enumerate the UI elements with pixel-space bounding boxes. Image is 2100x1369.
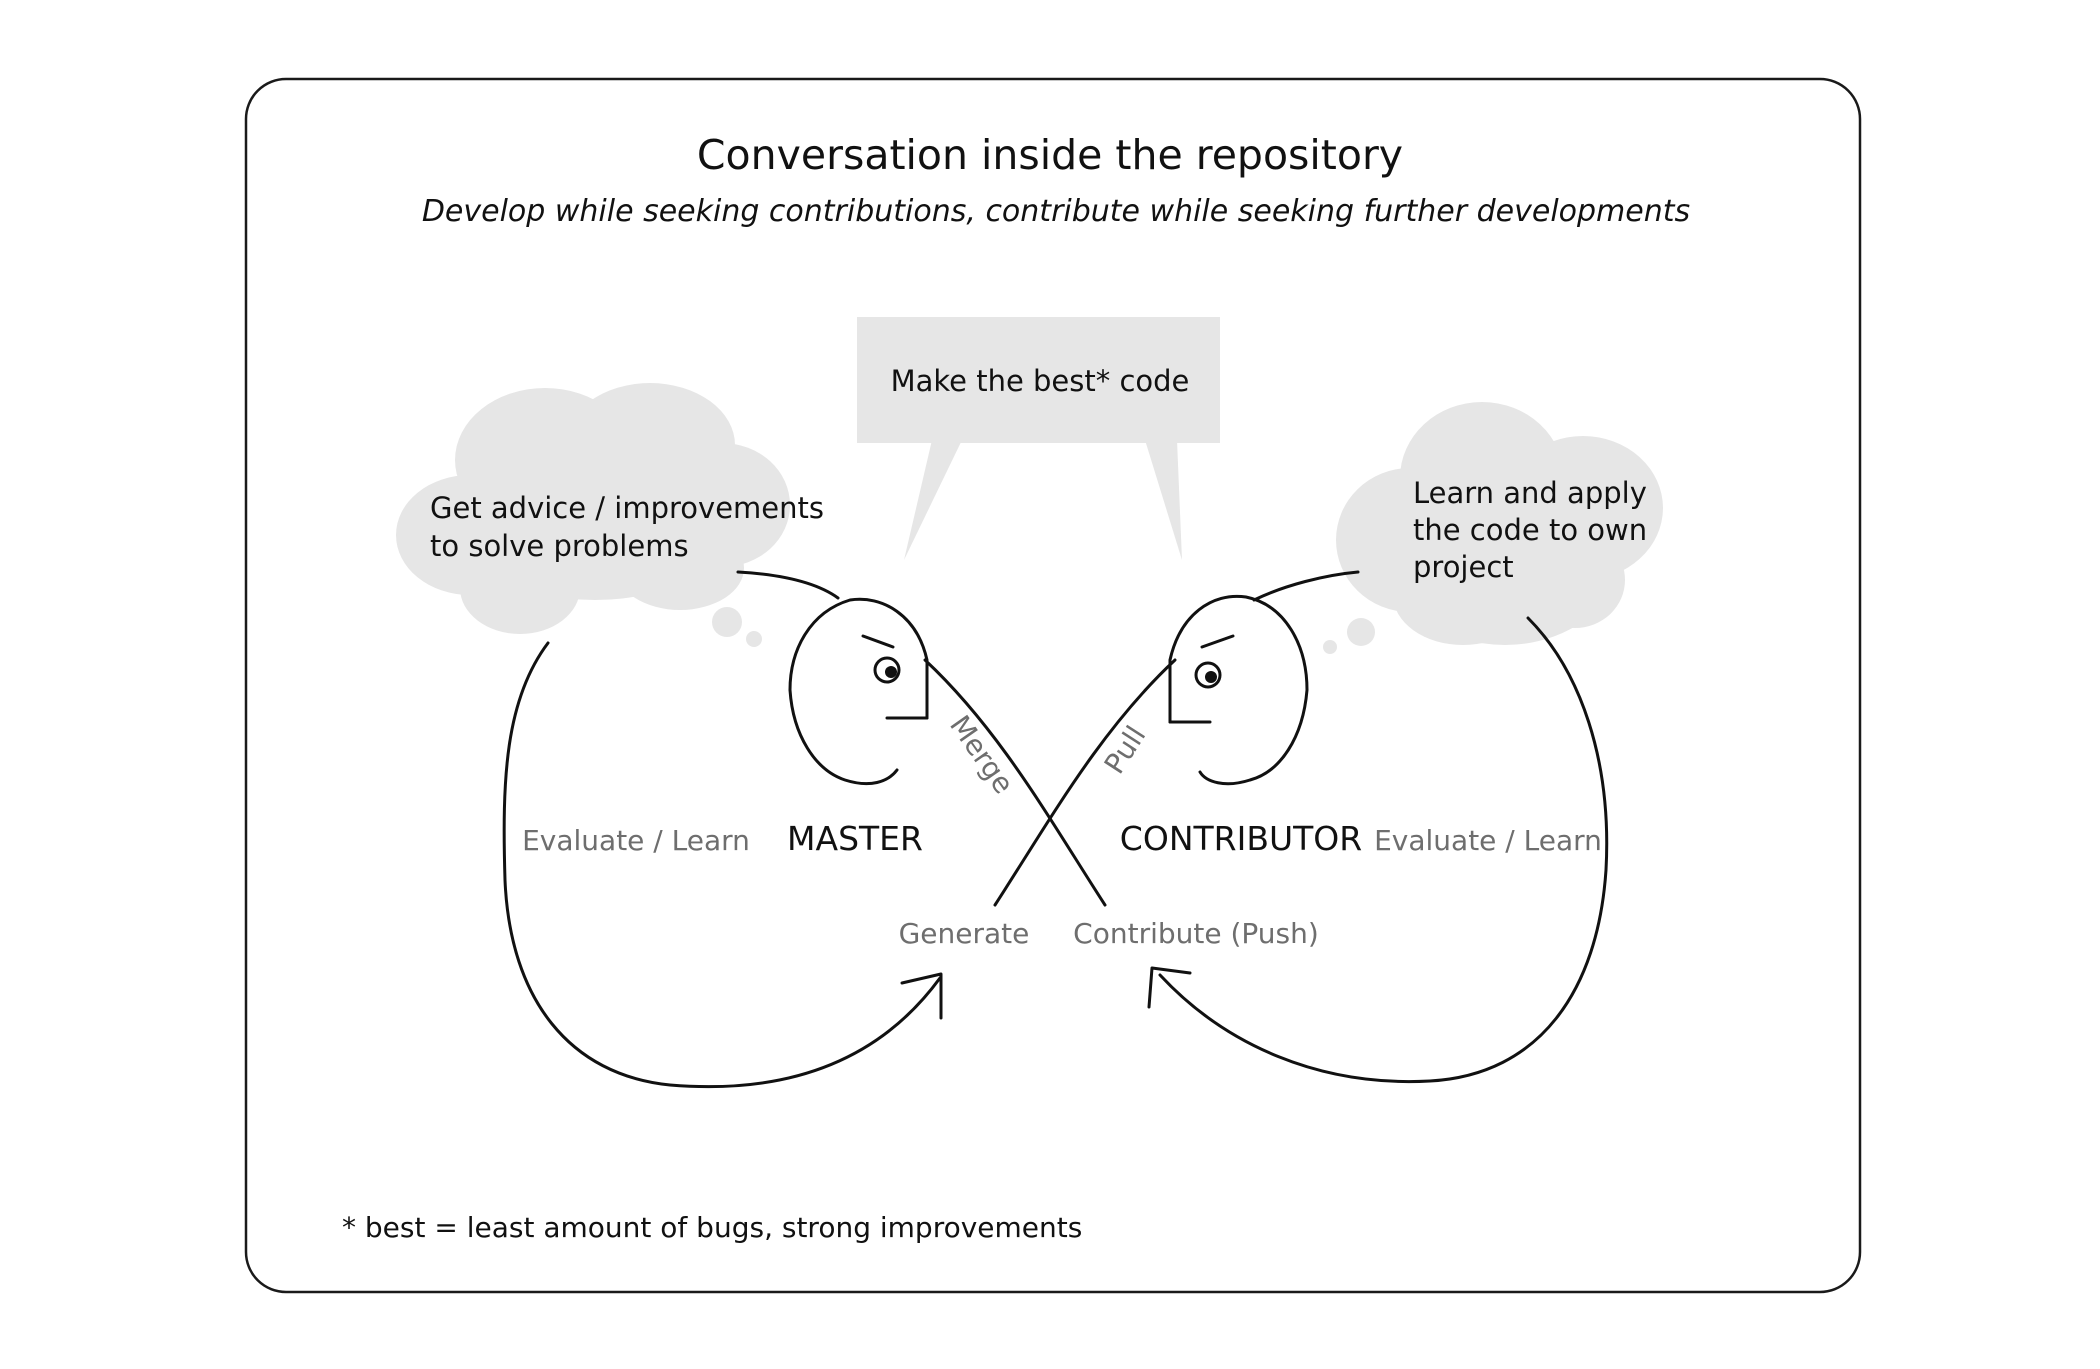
master-label: MASTER bbox=[787, 819, 923, 858]
thought-dot-small bbox=[746, 631, 762, 647]
thought-dot-large bbox=[1347, 618, 1375, 646]
contributor-loop-upper bbox=[1252, 570, 1360, 602]
contributor-label: CONTRIBUTOR bbox=[1120, 819, 1362, 858]
contributor-head bbox=[1168, 594, 1309, 786]
contributor-eye-pupil bbox=[1205, 671, 1217, 683]
contributor-head-outline bbox=[1168, 594, 1309, 786]
thought-dot-small bbox=[1323, 640, 1337, 654]
diagram-subtitle: Develop while seeking contributions, con… bbox=[422, 194, 1690, 229]
master-head-outline bbox=[788, 597, 929, 786]
thought-left-line-2: to solve problems bbox=[430, 529, 689, 563]
contributor-loop-arrow bbox=[1158, 616, 1609, 1084]
diagram-title: Conversation inside the repository bbox=[697, 131, 1403, 179]
contribute-label: Contribute (Push) bbox=[1073, 917, 1319, 950]
master-evaluate-label: Evaluate / Learn bbox=[522, 824, 750, 857]
merge-line bbox=[923, 658, 1107, 907]
thought-right-line-3: project bbox=[1413, 550, 1514, 584]
speech-bubble-text: Make the best* code bbox=[891, 364, 1190, 398]
master-eye-pupil bbox=[885, 666, 897, 678]
master-head bbox=[788, 597, 929, 786]
contributor-eyebrow bbox=[1200, 634, 1235, 649]
contributor-evaluate-label: Evaluate / Learn bbox=[1374, 824, 1602, 857]
thought-right-line-2: the code to own bbox=[1413, 513, 1647, 547]
pull-line bbox=[993, 658, 1177, 907]
contributor-arrowhead bbox=[1147, 966, 1192, 1009]
thought-cloud-left: Get advice / improvements to solve probl… bbox=[396, 383, 824, 647]
diagram-frame bbox=[244, 77, 1862, 1294]
master-arrowhead bbox=[900, 972, 943, 1020]
thought-right-line-1: Learn and apply bbox=[1413, 476, 1647, 510]
thought-dot-large bbox=[712, 607, 742, 637]
footnote: * best = least amount of bugs, strong im… bbox=[342, 1211, 1082, 1244]
master-loop-arrow bbox=[502, 641, 942, 1089]
master-eyebrow bbox=[861, 634, 895, 649]
speech-bubble: Make the best* code bbox=[857, 317, 1220, 560]
master-loop-upper bbox=[736, 570, 840, 600]
generate-label: Generate bbox=[899, 917, 1030, 950]
thought-left-line-1: Get advice / improvements bbox=[430, 491, 824, 525]
thought-cloud-right: Learn and apply the code to own project bbox=[1323, 402, 1663, 654]
